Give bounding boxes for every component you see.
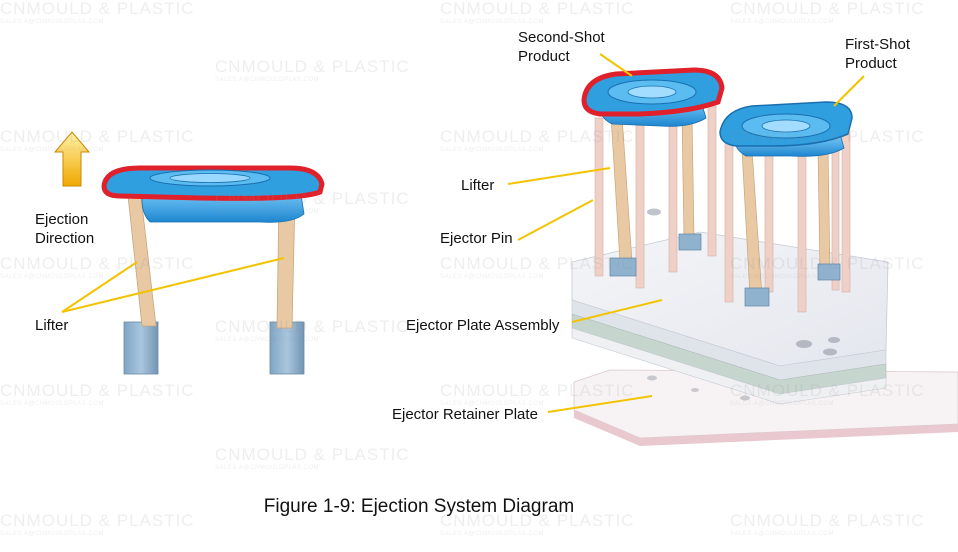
right-leader-lines [507,53,865,413]
left-lifter-assembly [101,165,325,375]
ejection-direction-label: Ejection Direction [35,210,94,248]
right-lifter-base [269,321,305,375]
ejection-direction-label-line1: Ejection [35,211,89,228]
figure-caption: Figure 1-9: Ejection System Diagram [263,496,575,517]
left-lifter-base [123,321,159,375]
first-shot-label-line2: Product [845,55,897,72]
second-shot-product [581,67,725,127]
first-shot-product [719,101,853,157]
ejector-plate-assembly-label: Ejector Plate Assembly [406,317,560,334]
first-shot-product-label: First-Shot Product [845,35,910,73]
ejection-direction-label-line2: Direction [35,230,95,247]
lifter-label-right: Lifter [461,177,495,194]
second-shot-product-label: Second-Shot Product [518,28,605,66]
lifter-label-left: Lifter [35,317,69,334]
second-shot-label-line2: Product [518,48,570,65]
first-shot-label-line1: First-Shot [845,36,911,53]
lifter-bases [609,233,841,307]
ejector-retainer-plate-label: Ejector Retainer Plate [392,406,538,423]
second-shot-label-line1: Second-Shot [518,29,605,46]
ejector-pin-label: Ejector Pin [440,230,513,247]
left-leader-lines [61,257,285,313]
ejection-direction-arrow [53,131,91,187]
